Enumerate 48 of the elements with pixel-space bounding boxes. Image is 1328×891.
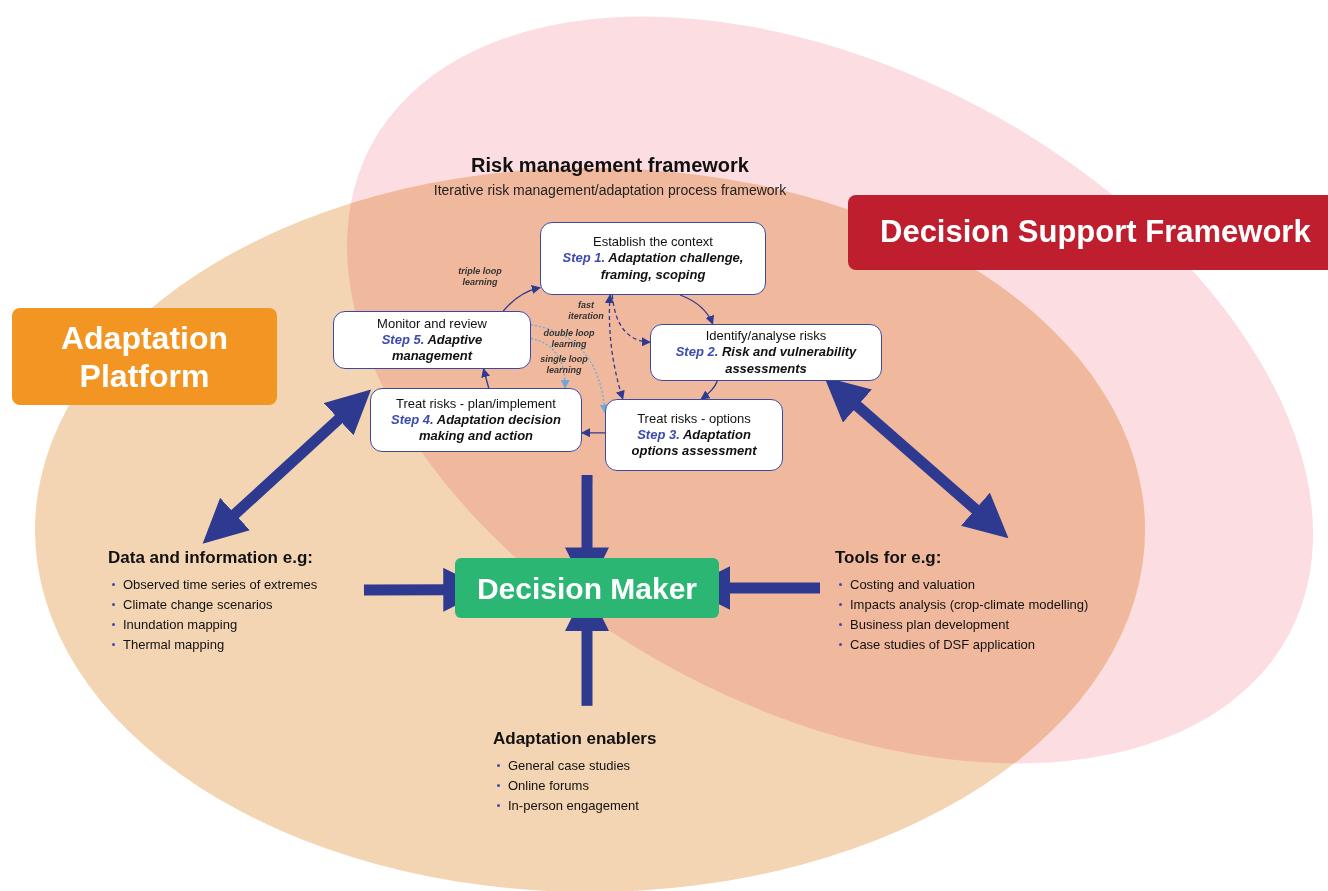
edge-label: single loop learning — [539, 354, 589, 376]
list-item: Business plan development — [850, 615, 1009, 634]
edge-label: triple loop learning — [457, 266, 503, 288]
step-title: Step 1. Adaptation challenge, framing, scoping — [561, 250, 745, 283]
thick-arrow — [202, 389, 372, 544]
step-box — [540, 222, 766, 295]
list-item: Impacts analysis (crop-climate modelling) — [850, 595, 1089, 614]
decision-maker-box: Decision Maker — [455, 558, 719, 618]
step-heading: Monitor and review — [377, 315, 487, 332]
arrow — [481, 368, 491, 389]
step-title: Step 4. Adaptation decision making and action — [390, 411, 562, 445]
arrow — [530, 337, 570, 389]
step-heading: Identify/analyse risks — [705, 328, 827, 345]
arrow — [530, 324, 609, 414]
arrow — [502, 285, 541, 312]
arrow — [611, 294, 651, 346]
platform-banner: Adaptation Platform — [12, 308, 277, 405]
step-box — [605, 399, 783, 471]
list-heading: Adaptation enablers — [493, 728, 658, 750]
list-item: Inundation mapping — [123, 615, 238, 634]
list-item: Thermal mapping — [123, 635, 225, 654]
list-item: Online forums — [508, 776, 589, 795]
list-item: In-person engagement — [508, 796, 639, 815]
list-heading: Data and information e.g: — [108, 547, 314, 569]
arrow — [679, 294, 714, 325]
step-heading: Treat risks - plan/implement — [396, 395, 556, 412]
list-item: General case studies — [508, 756, 631, 775]
edge-label: fast iteration — [567, 300, 605, 322]
list-item: Climate change scenarios — [123, 595, 273, 614]
step-title: Step 5. Adaptive management — [380, 331, 484, 365]
edge-label: double loop learning — [542, 328, 596, 350]
list-item: Observed time series of extremes — [123, 575, 318, 594]
arrow — [581, 428, 606, 438]
step-heading: Treat risks - options — [637, 410, 751, 427]
step-title: Step 2. Risk and vulnerability assessments — [674, 344, 858, 377]
arrow — [605, 294, 625, 400]
arrow — [700, 380, 718, 400]
list-item: Costing and valuation — [850, 575, 976, 594]
list-item: Case studies of DSF application — [850, 635, 1035, 654]
step-heading: Establish the context — [593, 234, 713, 251]
step-box — [370, 388, 582, 452]
step-box — [333, 311, 531, 369]
framework-banner: Decision Support Framework — [848, 195, 1328, 270]
step-box — [650, 324, 882, 381]
framework-title: Risk management framework — [471, 153, 749, 178]
list-heading: Tools for e.g: — [835, 547, 943, 569]
framework-subtitle: Iterative risk management/adaptation process framework — [433, 181, 787, 200]
step-title: Step 3. Adaptation options assessment — [630, 426, 758, 460]
